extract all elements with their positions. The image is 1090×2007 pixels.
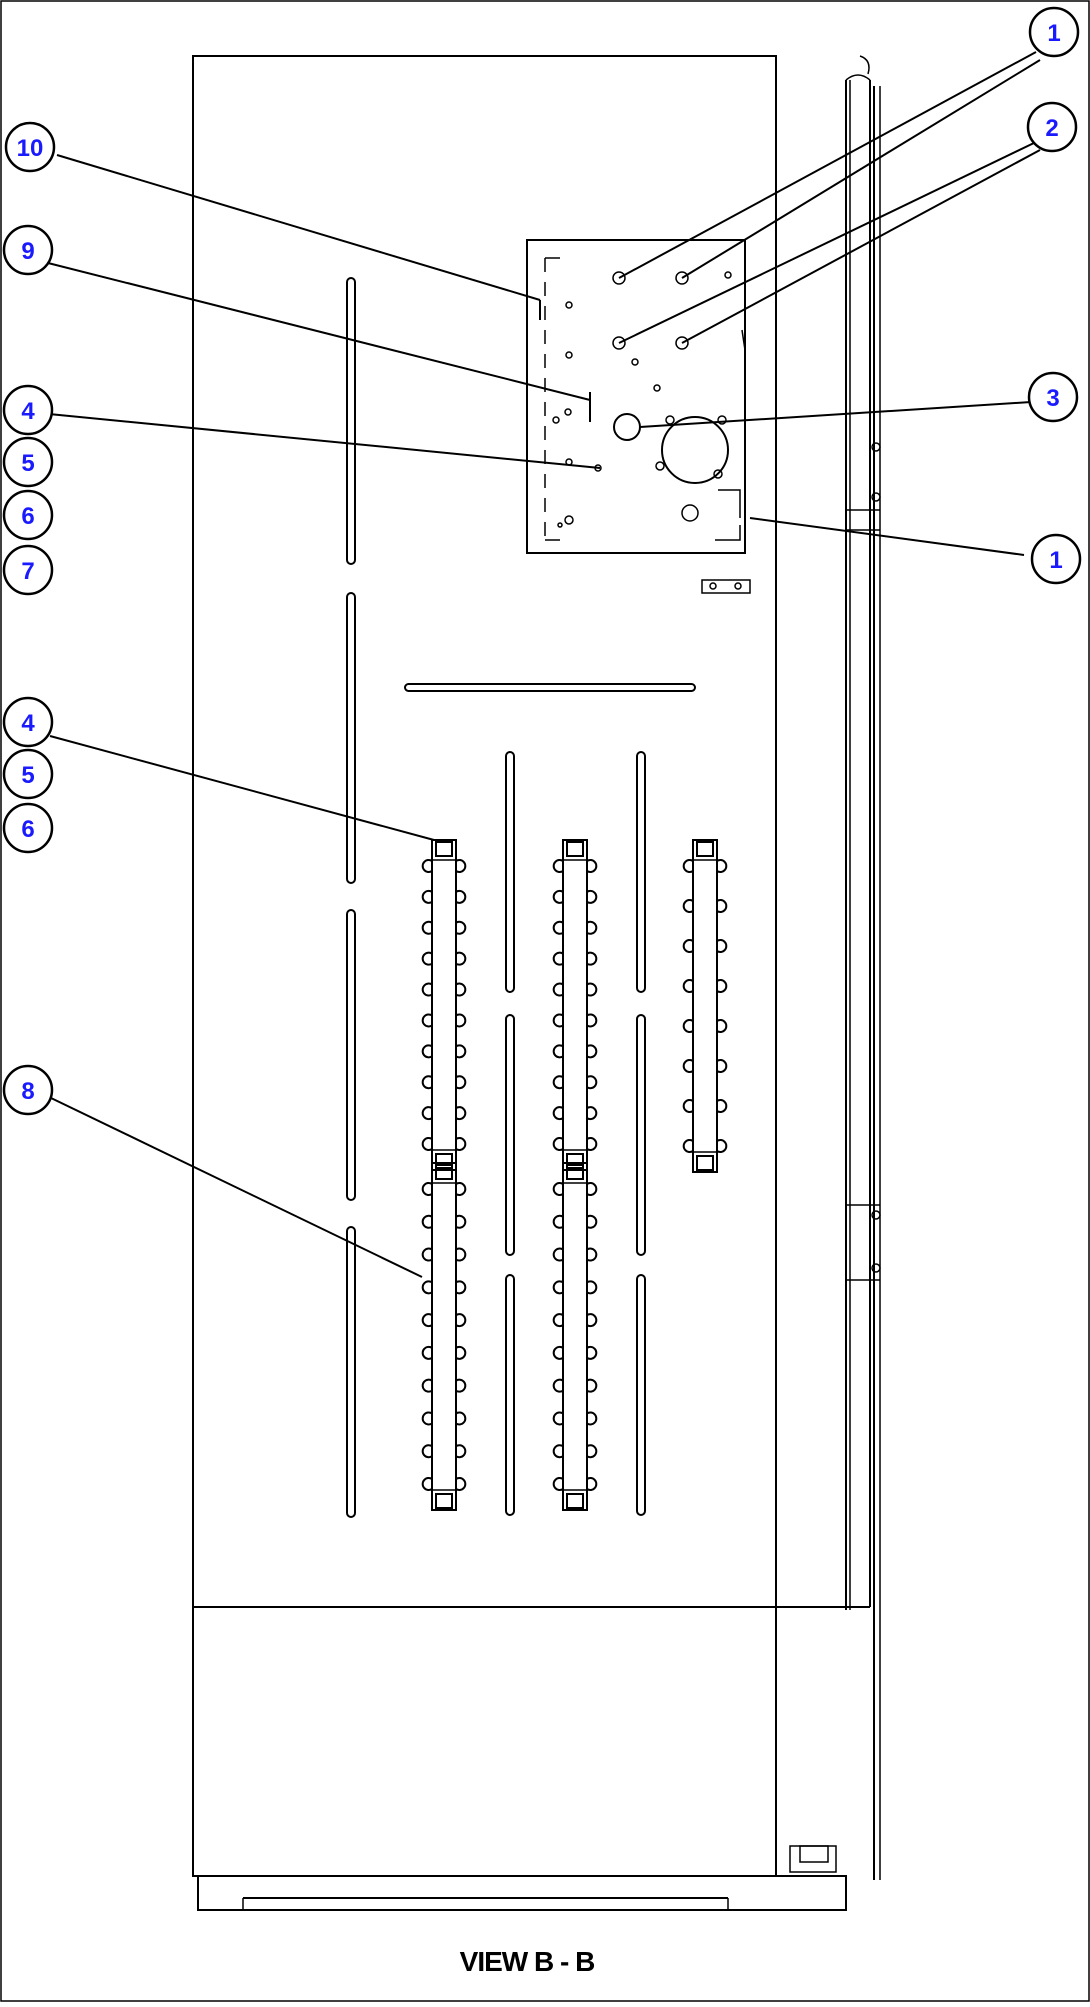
terminal-strips <box>421 839 728 1511</box>
terminal-strip <box>682 839 728 1173</box>
callout-label: 5 <box>21 762 34 789</box>
callout-10: 10 <box>4 121 56 173</box>
callout-label: 8 <box>21 1078 34 1105</box>
callout-1-lower: 1 <box>1030 533 1082 585</box>
callout-label: 2 <box>1045 115 1058 142</box>
callout-4-upper: 4 <box>2 384 54 436</box>
vent-slots <box>346 277 646 1518</box>
callout-3: 3 <box>1027 371 1079 423</box>
cabinet-body <box>192 55 870 1911</box>
callout-label: 4 <box>21 710 35 737</box>
terminal-strip <box>552 839 598 1171</box>
callout-label: 6 <box>21 816 34 843</box>
callout-7: 7 <box>2 544 54 596</box>
leader-lines <box>47 51 1041 1278</box>
callout-label: 4 <box>21 398 35 425</box>
callout-label: 5 <box>21 450 34 477</box>
callout-6-lower: 6 <box>2 802 54 854</box>
terminal-strip <box>552 1162 598 1511</box>
callout-label: 6 <box>21 503 34 530</box>
slot-horizontal <box>404 683 696 692</box>
callout-2: 2 <box>1026 101 1078 153</box>
terminal-strip <box>421 1162 467 1511</box>
callout-9: 9 <box>2 224 54 276</box>
upper-sub-panel <box>526 239 751 594</box>
callout-6-upper: 6 <box>2 489 54 541</box>
callout-5-lower: 5 <box>2 748 54 800</box>
callout-8: 8 <box>2 1064 54 1116</box>
callout-label: 9 <box>21 238 34 265</box>
callout-5-upper: 5 <box>2 436 54 488</box>
callout-4-lower: 4 <box>2 696 54 748</box>
callout-label: 1 <box>1047 20 1060 47</box>
terminal-strip <box>421 839 467 1171</box>
callout-label: 3 <box>1046 385 1059 412</box>
callout-label: 10 <box>17 135 44 162</box>
callout-1-top: 1 <box>1028 6 1080 58</box>
door-rail <box>775 55 881 1880</box>
callout-label: 7 <box>21 558 34 585</box>
view-caption: VIEW B - B <box>460 1946 595 1977</box>
callout-label: 1 <box>1049 547 1062 574</box>
